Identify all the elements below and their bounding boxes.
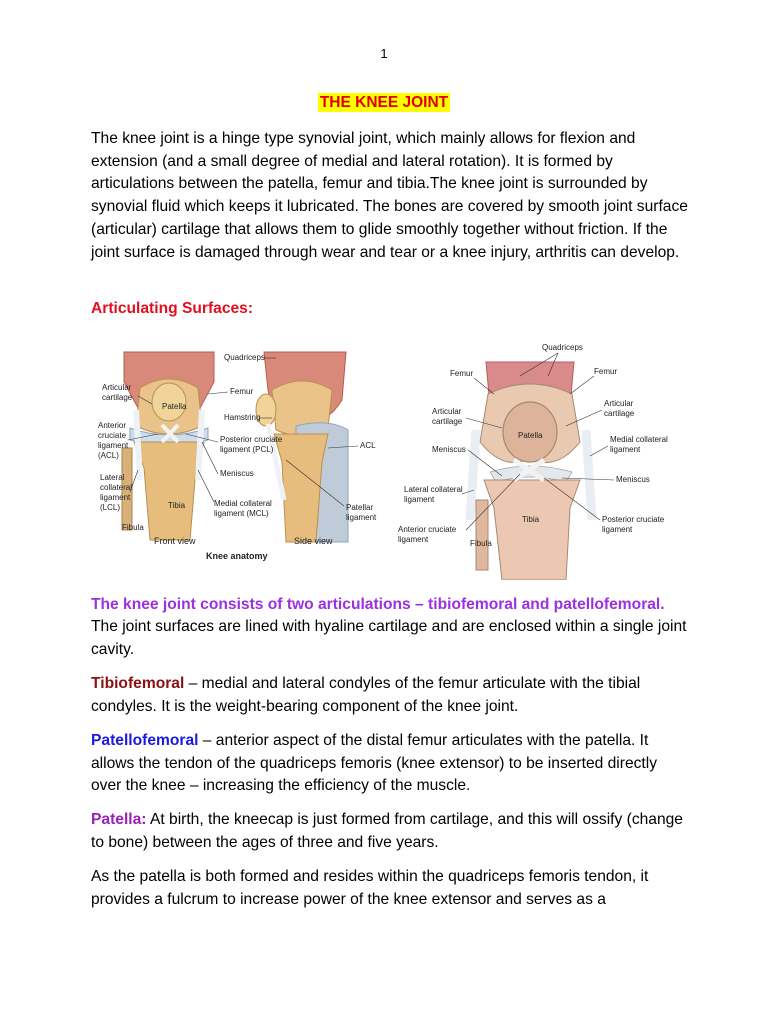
label-lcl-1: Lateral: [100, 473, 125, 482]
label-hamstring: Hamstring: [224, 413, 260, 422]
patellofemoral-term: Patellofemoral: [91, 732, 199, 749]
label-patellar-1: Patellar: [346, 503, 373, 512]
label-r-pcl-2: ligament: [602, 525, 633, 534]
patellofemoral-body: – anterior aspect of the distal femur ar…: [91, 732, 658, 795]
label-r-articular-right-1: Articular: [604, 399, 634, 408]
patellofemoral-paragraph: Patellofemoral – anterior aspect of the …: [91, 730, 691, 798]
label-front-view: Front view: [154, 536, 196, 546]
label-pcl-2: ligament (PCL): [220, 445, 274, 454]
knee-anatomy-illustration: Quadriceps Articular cartilage Femur Pat…: [98, 343, 668, 581]
tibiofemoral-term: Tibiofemoral: [91, 675, 185, 692]
label-acl-3: ligament: [98, 441, 129, 450]
label-r-quadriceps: Quadriceps: [542, 343, 583, 352]
label-acl-1: Anterior: [98, 421, 126, 430]
label-tibia: Tibia: [168, 501, 186, 510]
label-r-meniscus-left: Meniscus: [432, 445, 466, 454]
label-r-acl-1: Anterior cruciate: [398, 525, 457, 534]
patella-term: Patella:: [91, 811, 147, 828]
label-acl-2: cruciate: [98, 431, 127, 440]
consists-heading: The knee joint consists of two articulat…: [91, 596, 665, 613]
patella-body: At birth, the kneecap is just formed fro…: [91, 811, 683, 851]
label-meniscus: Meniscus: [220, 469, 254, 478]
side-view-drawing: [255, 351, 349, 543]
label-pcl-1: Posterior cruciate: [220, 435, 283, 444]
label-lcl-2: collateral: [100, 483, 132, 492]
knee-anatomy-figure: Quadriceps Articular cartilage Femur Pat…: [96, 330, 684, 581]
label-r-articular-left-1: Articular: [432, 407, 462, 416]
label-r-articular-left-2: cartilage: [432, 417, 463, 426]
label-femur: Femur: [230, 387, 253, 396]
tibiofemoral-paragraph: Tibiofemoral – medial and lateral condyl…: [91, 673, 691, 718]
articulating-heading: Articulating Surfaces:: [91, 300, 254, 317]
label-r-meniscus-right: Meniscus: [616, 475, 650, 484]
last-paragraph: As the patella is both formed and reside…: [91, 868, 649, 908]
label-r-mcl-2: ligament: [610, 445, 641, 454]
label-lcl-3: ligament: [100, 493, 131, 502]
label-patellar-2: ligament: [346, 513, 377, 522]
label-mcl-2: ligament (MCL): [214, 509, 269, 518]
label-r-lcl-2: ligament: [404, 495, 435, 504]
title-container: THE KNEE JOINT: [0, 93, 768, 112]
label-patella: Patella: [162, 402, 187, 411]
page-title: THE KNEE JOINT: [317, 93, 451, 112]
label-side-view: Side view: [294, 536, 333, 546]
page-number: 1: [380, 46, 388, 61]
label-articular-cartilage-2: cartilage: [102, 393, 133, 402]
tibiofemoral-body: – medial and lateral condyles of the fem…: [91, 675, 641, 715]
label-r-tibia: Tibia: [522, 515, 540, 524]
intro-paragraph: The knee joint is a hinge type synovial …: [91, 130, 688, 261]
label-acl-side: ACL: [360, 441, 376, 450]
label-r-pcl-1: Posterior cruciate: [602, 515, 665, 524]
consists-body: The joint surfaces are lined with hyalin…: [91, 618, 687, 658]
label-r-lcl-1: Lateral collateral: [404, 485, 463, 494]
label-r-femur-left: Femur: [450, 369, 473, 378]
label-lcl-4: (LCL): [100, 503, 120, 512]
label-acl-4: (ACL): [98, 451, 119, 460]
label-r-fibula: Fibula: [470, 539, 492, 548]
front-view-drawing: [121, 351, 215, 541]
label-r-patella: Patella: [518, 431, 543, 440]
anterior-knee-drawing: [465, 361, 597, 581]
patella-paragraph: Patella: At birth, the kneecap is just f…: [91, 809, 691, 854]
label-mcl-1: Medial collateral: [214, 499, 272, 508]
label-r-femur-right: Femur: [594, 367, 617, 376]
label-r-mcl-1: Medial collateral: [610, 435, 668, 444]
label-fibula: Fibula: [122, 523, 144, 532]
label-r-acl-2: ligament: [398, 535, 429, 544]
label-knee-anatomy: Knee anatomy: [206, 551, 268, 561]
label-r-articular-right-2: cartilage: [604, 409, 635, 418]
label-articular-cartilage-1: Articular: [102, 383, 132, 392]
label-quadriceps: Quadriceps: [224, 353, 265, 362]
